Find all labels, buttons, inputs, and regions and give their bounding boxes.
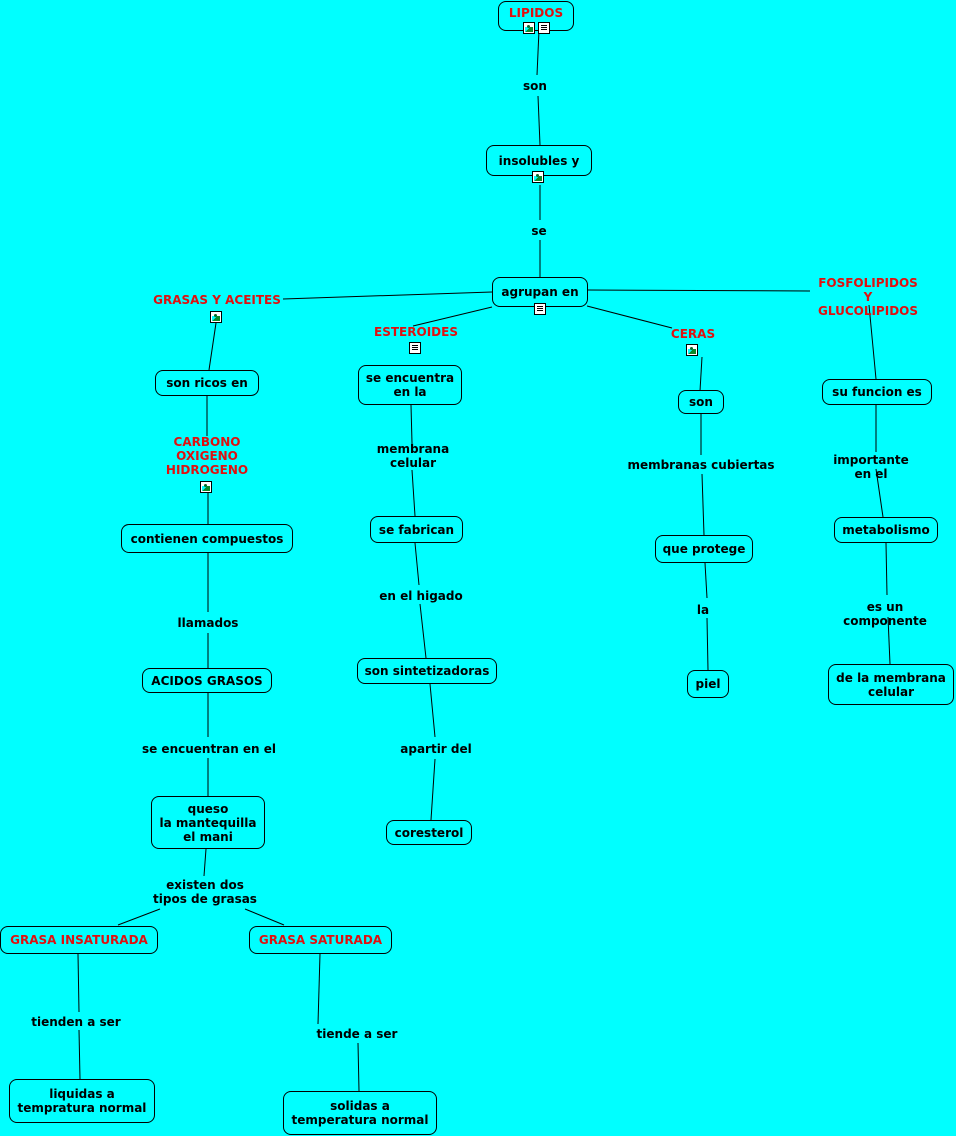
node-que-protege[interactable]: que protege [655,535,753,563]
node-piel-label: piel [695,677,721,691]
concept-esteroides[interactable]: ESTEROIDES [374,325,458,339]
node-liquidas-label: liquidas a tempratura normal [17,1087,147,1115]
node-metabolismo-label: metabolismo [842,523,930,537]
document-icon[interactable] [537,22,550,34]
link-label-tienden-a-ser: tienden a ser [31,1015,121,1029]
node-son-ceras[interactable]: son [678,390,724,414]
image-icon[interactable] [522,22,535,34]
node-coresterol-label: coresterol [394,825,464,840]
node-de-la-membrana[interactable]: de la membrana celular [828,664,954,705]
node-contienen[interactable]: contienen compuestos [121,524,293,553]
concept-carbono[interactable]: CARBONO OXIGENO HIDROGENO [165,435,249,477]
node-insolubles[interactable]: insolubles y [486,145,592,176]
node-se-fabrican-label: se fabrican [378,522,455,537]
node-que-protege-label: que protege [662,542,746,556]
image-icon[interactable] [210,311,222,323]
document-icon[interactable] [409,342,421,354]
link-label-son: son [523,79,547,93]
link-label-membrana-celular: membrana celular [376,442,450,470]
node-se-fabrican[interactable]: se fabrican [370,516,463,543]
node-solidas-label: solidas a temperatura normal [291,1099,429,1127]
link-label-membranas-cubiertas: membranas cubiertas [627,458,775,472]
node-de-la-membrana-label: de la membrana celular [836,670,946,699]
node-sintetizadoras-label: son sintetizadoras [364,664,490,678]
node-grasa-saturada[interactable]: GRASA SATURADA [249,926,392,954]
node-queso[interactable]: queso la mantequilla el mani [151,796,265,849]
link-label-tiende-a-ser: tiende a ser [316,1027,398,1041]
node-agrupan-label: agrupan en [501,285,579,299]
node-piel[interactable]: piel [687,670,729,698]
document-icon[interactable] [534,303,546,315]
node-son-ceras-label: son [689,395,713,409]
link-label-importante: importante en el [833,453,909,481]
node-coresterol[interactable]: coresterol [386,820,472,845]
image-icon[interactable] [532,171,544,183]
node-liquidas[interactable]: liquidas a tempratura normal [9,1079,155,1123]
node-son-ricos[interactable]: son ricos en [155,370,259,396]
concept-fosfolipidos[interactable]: FOSFOLIPIDOS Y GLUCOLIPIDOS [818,276,918,318]
node-lipidos-label: LIPIDOS [508,6,564,20]
node-son-ricos-label: son ricos en [166,376,248,390]
image-icon[interactable] [686,344,698,356]
link-label-se-encuentran: se encuentran en el [141,742,277,756]
node-metabolismo[interactable]: metabolismo [834,517,938,543]
node-su-funcion-label: su funcion es [832,385,922,399]
link-label-apartir-del: apartir del [400,742,472,756]
link-label-en-el-higado: en el higado [379,589,463,603]
node-acidos-grasos[interactable]: ACIDOS GRASOS [142,668,272,693]
node-queso-label: queso la mantequilla el mani [159,801,257,844]
link-label-existen-dos: existen dos tipos de grasas [153,878,257,906]
node-su-funcion[interactable]: su funcion es [822,379,932,405]
node-grasa-saturada-label: GRASA SATURADA [258,933,383,947]
link-label-se: se [531,224,547,238]
node-se-encuentra[interactable]: se encuentra en la [358,365,462,405]
node-insolubles-label: insolubles y [498,153,580,168]
node-acidos-grasos-label: ACIDOS GRASOS [151,673,263,688]
node-se-encuentra-label: se encuentra en la [365,371,455,399]
link-label-la: la [696,603,710,617]
node-lipidos[interactable]: LIPIDOS [498,1,574,34]
node-solidas[interactable]: solidas a temperatura normal [283,1091,437,1135]
image-icon[interactable] [200,481,212,493]
link-label-llamados: llamados [177,616,239,630]
link-label-es-un-componente: es un componente [843,600,927,628]
node-grasa-insaturada[interactable]: GRASA INSATURADA [0,926,158,954]
node-grasa-insaturada-label: GRASA INSATURADA [10,933,148,947]
concept-ceras[interactable]: CERAS [670,327,716,341]
node-sintetizadoras[interactable]: son sintetizadoras [357,658,497,684]
node-contienen-label: contienen compuestos [130,531,284,546]
concept-grasas-aceites[interactable]: GRASAS Y ACEITES [153,293,281,307]
